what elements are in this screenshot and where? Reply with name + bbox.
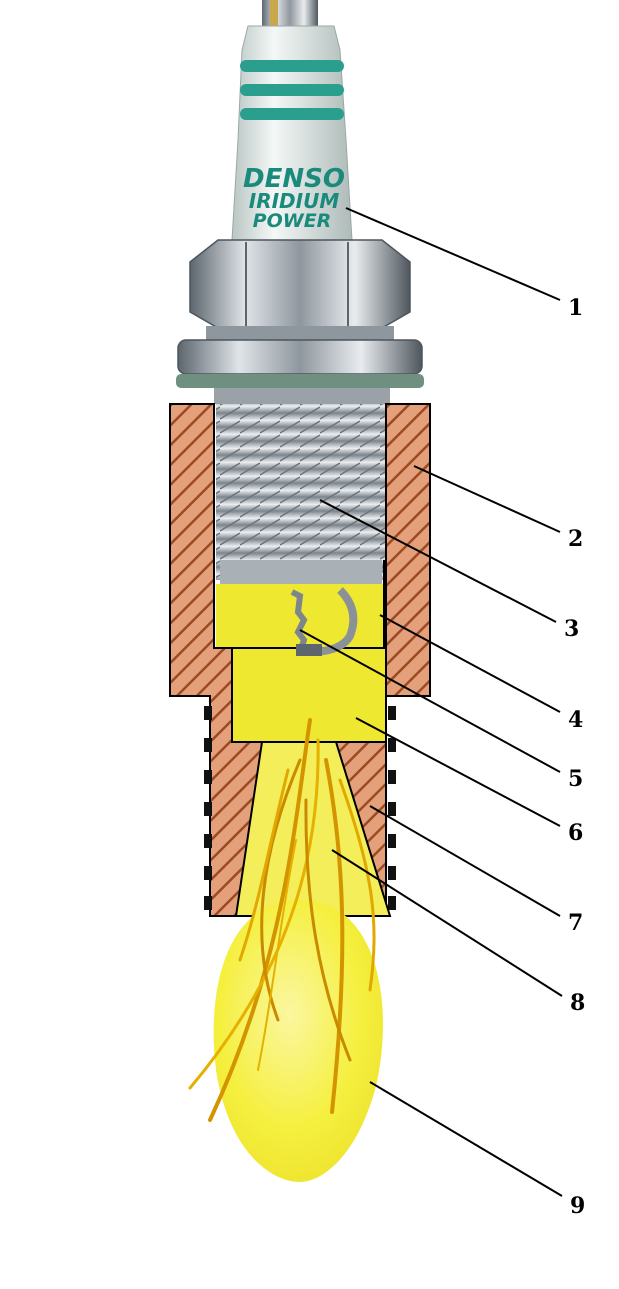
callout-1: 1: [568, 295, 583, 321]
insulator-band: [240, 84, 344, 96]
callout-2: 2: [568, 526, 583, 552]
insulator-band: [240, 108, 344, 120]
leader-line-6: [355, 717, 561, 827]
callout-9: 9: [570, 1193, 585, 1219]
leader-line-4: [379, 614, 561, 713]
hex-nut: [189, 239, 411, 329]
callout-3: 3: [564, 616, 579, 642]
leader-lines: [299, 207, 563, 1197]
leader-line-8: [331, 849, 563, 997]
callout-7: 7: [568, 910, 583, 936]
callout-5: 5: [568, 766, 583, 792]
flame-jet: [188, 718, 383, 1182]
callout-8: 8: [570, 990, 585, 1016]
leader-line-7: [369, 805, 561, 917]
insulator-band: [240, 60, 344, 72]
leader-line-9: [369, 1081, 563, 1197]
leader-line-5: [299, 629, 561, 773]
callout-6: 6: [568, 820, 583, 846]
leader-line-3: [319, 499, 557, 623]
electrodes: [290, 587, 358, 656]
leader-line-2: [413, 465, 561, 533]
metal-shell-collar: [176, 326, 424, 404]
brand-text-denso: DENSO: [243, 164, 345, 194]
brand-text-iridium: IRIDIUM: [249, 189, 340, 213]
brand-text-power: POWER: [253, 210, 332, 232]
callout-4: 4: [568, 707, 583, 733]
terminal-stud: [262, 0, 318, 26]
callout-numbers: 1 2 3 4 5 6 7 8 9: [564, 295, 585, 1219]
leader-line-1: [345, 207, 561, 301]
housing-thread-teeth: [204, 706, 396, 910]
gasket-ring: [176, 374, 424, 388]
threaded-shell: [216, 404, 386, 588]
ceramic-insulator: DENSO IRIDIUM POWER: [231, 25, 353, 241]
